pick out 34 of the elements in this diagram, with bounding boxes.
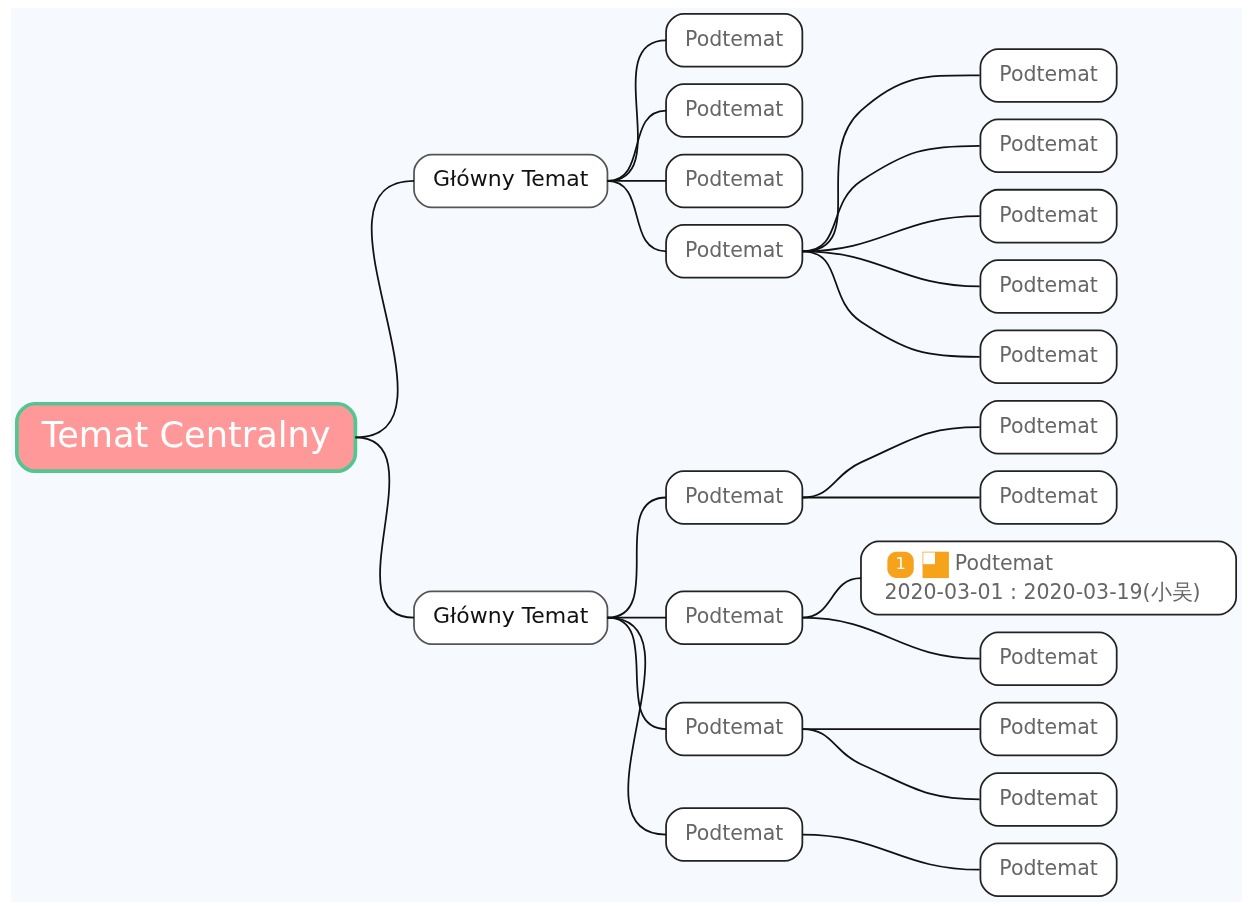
node-box: Podtemat: [979, 701, 1118, 757]
connector: [801, 728, 981, 801]
node-box: Podtemat: [665, 224, 804, 279]
node-box: Podtemat: [665, 470, 804, 525]
node-box: Podtemat: [979, 399, 1118, 455]
node-box: Podtemat: [979, 188, 1118, 244]
node-box: Podtemat: [665, 590, 804, 645]
connector: [354, 436, 415, 619]
node-box: Podtemat: [979, 842, 1118, 897]
connector: [801, 250, 981, 358]
node-box: Podtemat: [665, 13, 804, 68]
node-box: Podtemat: [665, 83, 804, 138]
connector: [801, 496, 981, 499]
node-box: Podtemat: [979, 772, 1118, 827]
node-box: Główny Temat: [413, 590, 609, 645]
connector: [801, 426, 981, 499]
node-box: Podtemat: [979, 48, 1118, 103]
node-box: Podtemat: [665, 153, 804, 209]
connector: [801, 833, 981, 871]
node-box: Podtemat: [979, 259, 1118, 314]
node-box: 1 Podtemat 2020-03-01 : 2020-03-19(小吴): [860, 540, 1238, 616]
connector: [606, 180, 667, 253]
connector: [801, 616, 981, 660]
node-box: Podtemat: [979, 118, 1118, 174]
connector: [354, 180, 415, 439]
connector: [801, 250, 981, 288]
node-box: Podtemat: [979, 329, 1118, 385]
node-box: Temat Centralny: [15, 401, 358, 473]
node-box: Główny Temat: [413, 153, 609, 209]
node-box: Podtemat: [665, 807, 804, 862]
node-box: Podtemat: [665, 701, 804, 757]
node-box: Podtemat: [979, 470, 1118, 525]
connector: [606, 616, 667, 836]
node-box: Podtemat: [979, 631, 1118, 686]
